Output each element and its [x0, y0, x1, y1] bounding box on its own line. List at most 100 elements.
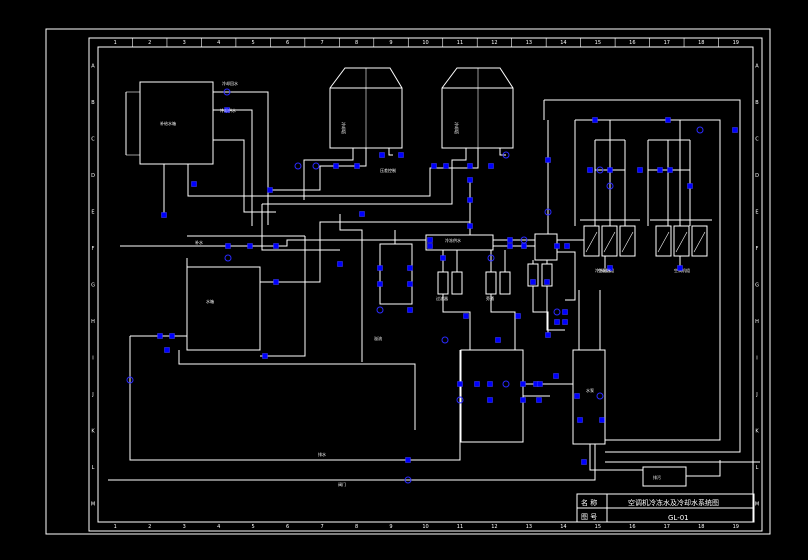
pump-symbol	[596, 166, 604, 174]
row-letter-right: G	[755, 283, 759, 289]
valve-symbol	[262, 353, 268, 359]
row-letter-left: A	[91, 63, 95, 69]
column-number-bottom: 12	[491, 524, 497, 530]
column-number-bottom: 6	[286, 524, 289, 530]
column-number-top: 11	[457, 40, 463, 46]
row-letter-left: F	[92, 246, 95, 252]
pump-symbol	[553, 308, 561, 316]
label-bypass: 旁通	[486, 295, 494, 301]
column-number-top: 2	[148, 40, 151, 46]
valve-symbol	[677, 265, 683, 271]
column-number-bottom: 8	[355, 524, 358, 530]
valve-symbol	[191, 181, 197, 187]
valve-symbol	[521, 243, 527, 249]
valve-symbol	[379, 152, 385, 158]
valve-symbol	[637, 167, 643, 173]
column-number-top: 19	[733, 40, 739, 46]
pump-group: 水泵	[572, 349, 606, 445]
column-number-top: 6	[286, 40, 289, 46]
cooling-tower-1: 冷却塔	[329, 67, 403, 149]
valve-symbol	[427, 243, 433, 249]
column-number-bottom: 14	[560, 524, 566, 530]
valve-symbol	[467, 223, 473, 229]
valve-symbol	[515, 313, 521, 319]
valve-symbol	[474, 381, 480, 387]
valve-symbol	[273, 279, 279, 285]
column-number-bottom: 18	[698, 524, 704, 530]
valve-symbol	[359, 211, 365, 217]
sewer-box: 排污	[642, 466, 687, 487]
pump-symbol	[376, 306, 384, 314]
valve-symbol	[377, 281, 383, 287]
row-letter-left: E	[91, 209, 94, 215]
valve-symbol	[405, 457, 411, 463]
row-letter-left: K	[91, 429, 95, 435]
valve-symbol	[667, 167, 673, 173]
column-number-bottom: 2	[148, 524, 151, 530]
label-overflow: 溢流	[374, 335, 382, 341]
valve-symbol	[267, 187, 273, 193]
label-makeup: 补水	[195, 239, 203, 245]
valve-symbol	[467, 177, 473, 183]
label-drain: 排水	[318, 451, 326, 457]
column-number-top: 9	[389, 40, 392, 46]
pump-symbol	[487, 254, 495, 262]
label-pressure: 压差控制	[380, 167, 396, 173]
row-letter-left: D	[91, 173, 95, 179]
valve-symbol	[507, 243, 513, 249]
pump-symbol	[294, 162, 302, 170]
row-letter-right: B	[755, 100, 759, 106]
column-number-bottom: 3	[183, 524, 186, 530]
column-number-top: 13	[526, 40, 532, 46]
row-letter-right: L	[756, 465, 759, 471]
makeup-tank-label: 补给水箱	[160, 120, 176, 126]
column-number-top: 14	[560, 40, 566, 46]
valve-symbol	[398, 152, 404, 158]
valve-symbol	[544, 279, 550, 285]
valve-symbol	[487, 397, 493, 403]
column-number-bottom: 9	[389, 524, 392, 530]
row-letter-left: B	[91, 100, 95, 106]
valve-symbol	[607, 265, 613, 271]
valve-symbol	[536, 397, 542, 403]
name-label: 名 称	[581, 498, 597, 507]
row-letter-right: H	[755, 319, 759, 325]
pump-symbol	[502, 380, 510, 388]
pump-symbol	[502, 151, 510, 159]
valve-symbol	[687, 183, 693, 189]
row-letter-right: A	[755, 63, 759, 69]
column-number-top: 3	[183, 40, 186, 46]
valve-symbol	[427, 237, 433, 243]
column-number-top: 5	[252, 40, 255, 46]
column-grid: 1122334455667788991010111112121313141415…	[114, 38, 739, 530]
valve-symbol	[495, 337, 501, 343]
pump-symbol	[520, 236, 528, 244]
column-number-bottom: 13	[526, 524, 532, 530]
row-letter-right: J	[755, 392, 757, 398]
cooling-tower-2-label: 冷却塔	[454, 122, 460, 134]
valve-symbol	[577, 417, 583, 423]
column-number-top: 7	[320, 40, 323, 46]
makeup-tank: 补给水箱	[125, 81, 214, 165]
label-return-water: 冷却回水	[222, 80, 238, 86]
valve-symbol	[224, 107, 230, 113]
valve-symbol	[273, 243, 279, 249]
row-letter-left: G	[91, 283, 95, 289]
valve-symbol	[488, 163, 494, 169]
column-number-bottom: 15	[595, 524, 601, 530]
manifolds	[379, 233, 558, 443]
valve-symbol	[377, 265, 383, 271]
row-letter-left: H	[91, 319, 95, 325]
pump-symbol	[696, 126, 704, 134]
valve-symbol	[225, 243, 231, 249]
valve-symbol	[161, 212, 167, 218]
valve-symbol	[164, 347, 170, 353]
label-chilled-supply: 冷冻供水	[445, 237, 461, 243]
border-frame	[88, 37, 763, 532]
valve-symbol	[337, 261, 343, 267]
valve-symbol	[553, 373, 559, 379]
valve-symbol	[407, 281, 413, 287]
label-valve: 阀门	[338, 481, 346, 487]
valve-symbol	[657, 167, 663, 173]
column-number-bottom: 1	[114, 524, 117, 530]
